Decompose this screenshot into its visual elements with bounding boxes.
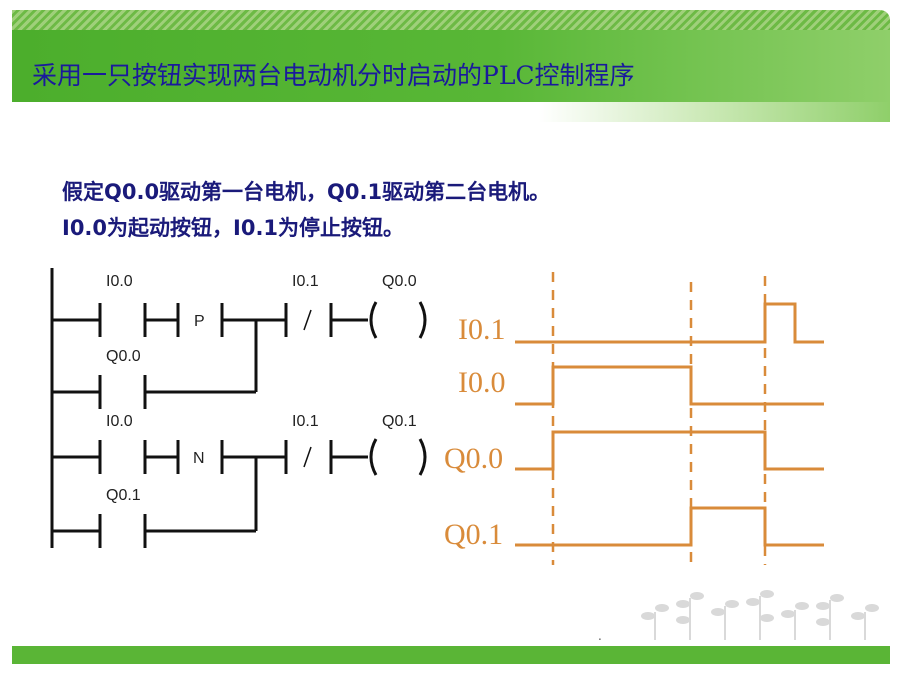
label-q00-coil: Q0.0 (382, 273, 417, 290)
coil-q01-left-arc (369, 438, 378, 476)
coil-q00-right-arc (418, 301, 427, 339)
signal-label-q00: Q0.0 (444, 442, 503, 475)
bottom-bar (12, 646, 890, 664)
nc-slash (303, 309, 312, 331)
ladder-diagram (50, 268, 427, 548)
timing-diagram (515, 272, 824, 565)
waveform-i01 (515, 302, 824, 344)
label-q01-seal: Q0.1 (106, 487, 141, 504)
title-bar (12, 30, 890, 102)
nc-slash (303, 446, 312, 468)
signal-label-i00: I0.0 (458, 366, 506, 399)
signal-label-q01: Q0.1 (444, 518, 503, 551)
plant-decoration (641, 590, 879, 640)
description-line-1: 假定Q0.0驱动第一台电机，Q0.1驱动第二台电机。 (62, 180, 551, 204)
waveform-i00 (515, 365, 824, 406)
label-q00-seal: Q0.0 (106, 348, 141, 365)
label-i00-r2: I0.0 (106, 413, 133, 430)
footer-mark: . (598, 629, 602, 643)
title-stripe (12, 10, 890, 30)
waveform-q01 (515, 506, 824, 547)
label-edge-n: N (193, 450, 205, 467)
description-line-2: I0.0为起动按钮，I0.1为停止按钮。 (62, 216, 405, 240)
label-i00-r1: I0.0 (106, 273, 133, 290)
label-i01-r2: I0.1 (292, 413, 319, 430)
label-edge-p: P (194, 313, 205, 330)
coil-q00-left-arc (369, 301, 378, 339)
label-i01-r1: I0.1 (292, 273, 319, 290)
waveform-q00 (515, 430, 824, 471)
signal-label-i01: I0.1 (458, 313, 506, 346)
slide-title: 采用一只按钮实现两台电动机分时启动的PLC控制程序 (32, 61, 635, 90)
title-bar-fade (12, 102, 890, 122)
label-q01-coil: Q0.1 (382, 413, 417, 430)
coil-q01-right-arc (418, 438, 427, 476)
